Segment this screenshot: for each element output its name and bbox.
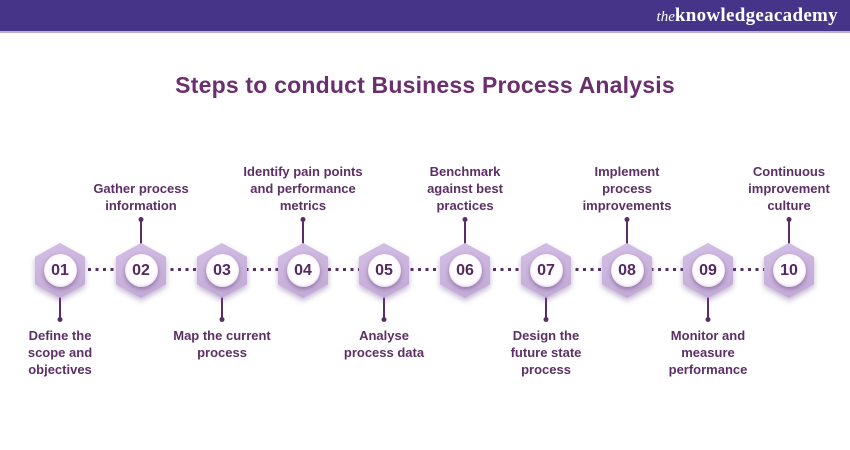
step-hexagon: 05: [359, 243, 409, 298]
step-number: 09: [699, 261, 717, 279]
step-number: 08: [618, 261, 636, 279]
step-label: Identify pain points and performance met…: [243, 164, 363, 213]
brand-logo: theknowledgeacademy: [657, 6, 838, 25]
step-number: 02: [132, 261, 150, 279]
step-03: 03 Map the current process: [152, 0, 292, 450]
step-label: Continuous improvement culture: [748, 164, 830, 213]
step-05: 05 Analyse process data: [314, 0, 454, 450]
step-number: 01: [51, 261, 69, 279]
header-bar: theknowledgeacademy: [0, 0, 850, 33]
page-title: Steps to conduct Business Process Analys…: [175, 72, 675, 98]
step-label: Monitor and measure performance: [668, 328, 748, 377]
step-connector: [383, 297, 385, 318]
step-10: 10 Continuous improvement culture: [719, 0, 850, 450]
step-hexagon: 03: [197, 243, 247, 298]
step-01: 01 Define the scope and objectives: [0, 0, 130, 450]
step-number: 04: [294, 261, 312, 279]
step-label: Benchmark against best practices: [427, 164, 503, 213]
step-hexagon: 02: [116, 243, 166, 298]
step-07: 07 Design the future state process: [476, 0, 616, 450]
step-label: Design the future state process: [510, 328, 582, 377]
step-09: 09 Monitor and measure performance: [638, 0, 778, 450]
step-connector: [59, 297, 61, 318]
step-label: Implement process improvements: [582, 164, 672, 213]
step-label: Gather process information: [93, 181, 189, 213]
step-connector: [464, 221, 466, 244]
step-hexagon: 06: [440, 243, 490, 298]
step-connector: [221, 297, 223, 318]
step-number: 05: [375, 261, 393, 279]
timeline-dotted-line: [58, 268, 791, 271]
step-number: 07: [537, 261, 555, 279]
step-connector: [626, 221, 628, 244]
step-connector: [707, 297, 709, 318]
step-08: 08 Implement process improvements: [557, 0, 697, 450]
step-label: Define the scope and objectives: [27, 328, 93, 377]
step-hexagon: 08: [602, 243, 652, 298]
step-02: 02 Gather process information: [71, 0, 211, 450]
step-hexagon: 07: [521, 243, 571, 298]
step-06: 06 Benchmark against best practices: [395, 0, 535, 450]
step-number: 03: [213, 261, 231, 279]
step-hexagon: 09: [683, 243, 733, 298]
logo-the: the: [656, 9, 675, 25]
step-connector: [302, 221, 304, 244]
step-number: 06: [456, 261, 474, 279]
step-connector: [140, 221, 142, 244]
step-04: 04 Identify pain points and performance …: [233, 0, 373, 450]
step-hexagon: 01: [35, 243, 85, 298]
step-connector: [788, 221, 790, 244]
step-hexagon: 10: [764, 243, 814, 298]
step-label: Map the current process: [173, 328, 271, 360]
step-label: Analyse process data: [343, 328, 425, 360]
step-connector: [545, 297, 547, 318]
step-number: 10: [780, 261, 798, 279]
step-hexagon: 04: [278, 243, 328, 298]
logo-knowledgeacademy: knowledgeacademy: [674, 5, 838, 26]
